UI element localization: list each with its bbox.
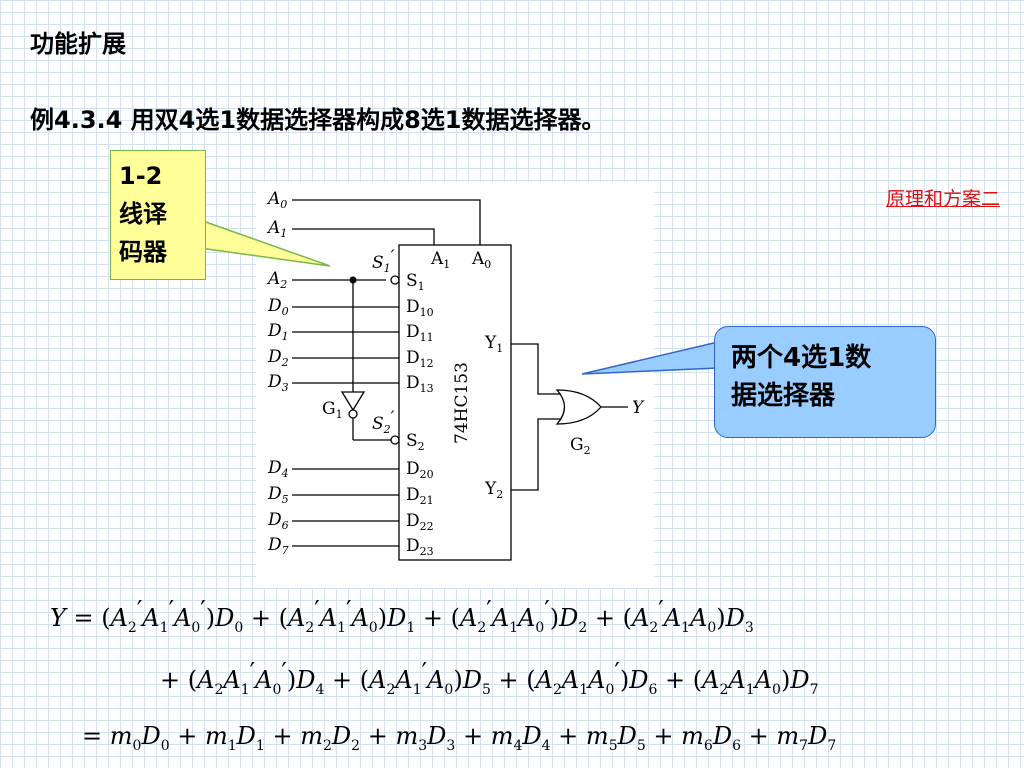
pin-d23: D23 bbox=[406, 536, 434, 558]
equation-line-3: = m0D0 + m1D1 + m2D2 + m3D3 + m4D4 + m5D… bbox=[40, 706, 1000, 762]
pin-d13: D13 bbox=[406, 373, 434, 395]
pin-y1: Y1 bbox=[484, 333, 503, 355]
principle-scheme-link[interactable]: 原理和方案二 bbox=[885, 188, 1000, 210]
label-d1: D1 bbox=[267, 321, 289, 343]
label-d3: D3 bbox=[267, 372, 289, 394]
pin-s1: S1 bbox=[406, 271, 425, 293]
label-d2: D2 bbox=[267, 347, 289, 369]
label-d0: D0 bbox=[267, 296, 289, 318]
label-s2-prime: S2′ bbox=[372, 408, 395, 436]
mux-callout-line: 据选择器 bbox=[731, 381, 836, 411]
circuit-diagram: A0 A1 A2 D0 D1 D2 D3 D4 D5 D6 D7 S1′ S2′… bbox=[256, 182, 654, 588]
label-g2: G2 bbox=[570, 435, 591, 457]
example-statement: 例4.3.4 用双4选1数据选择器构成8选1数据选择器。 bbox=[30, 106, 606, 134]
decoder-callout-line: 线译 bbox=[119, 200, 167, 228]
pin-d22: D22 bbox=[406, 511, 434, 533]
svg-text:+ (A2A1′A0′)D4 + (A2A1′A0)D5 +: + (A2A1′A0′)D4 + (A2A1′A0)D5 + (A2A1A0′)… bbox=[160, 658, 819, 698]
pin-d21: D21 bbox=[406, 485, 434, 507]
svg-text:Y = (A2′A1′A0′)D0 + (A2′A1′A0): Y = (A2′A1′A0′)D0 + (A2′A1′A0)D1 + (A2′A… bbox=[50, 596, 754, 636]
decoder-callout: 1-2 线译 码器 bbox=[110, 150, 206, 280]
label-g1: G1 bbox=[322, 399, 343, 421]
label-d4: D4 bbox=[267, 458, 289, 480]
equation-line-2: + (A2A1′A0′)D4 + (A2A1′A0)D5 + (A2A1A0′)… bbox=[40, 650, 1000, 706]
pin-d10: D10 bbox=[406, 297, 434, 319]
equation-line-1: Y = (A2′A1′A0′)D0 + (A2′A1′A0)D1 + (A2′A… bbox=[40, 588, 1000, 644]
decoder-callout-line: 1-2 bbox=[119, 162, 163, 190]
pin-a1: A1 bbox=[430, 249, 450, 271]
label-d6: D6 bbox=[267, 510, 289, 532]
pin-d20: D20 bbox=[406, 459, 434, 481]
mux-callout-pointer bbox=[581, 341, 719, 375]
pin-s2: S2 bbox=[406, 431, 425, 453]
pin-a0: A0 bbox=[471, 249, 491, 271]
page-title: 功能扩展 bbox=[30, 30, 126, 58]
chip-label: 74HC153 bbox=[452, 362, 472, 444]
pin-y2: Y2 bbox=[484, 479, 503, 501]
decoder-callout-line: 码器 bbox=[119, 238, 167, 266]
svg-text:= m0D0 + m1D1 + m2D2 + m3D3 +: = m0D0 + m1D1 + m2D2 + m3D3 + m4D4 + m5D… bbox=[82, 722, 836, 754]
pin-d12: D12 bbox=[406, 348, 434, 370]
label-d7: D7 bbox=[267, 535, 289, 557]
label-output-y: Y bbox=[632, 398, 645, 418]
mux-callout-line: 两个4选1数 bbox=[731, 343, 872, 373]
pin-d11: D11 bbox=[406, 322, 434, 344]
label-d5: D5 bbox=[267, 484, 289, 506]
mux-callout: 两个4选1数 据选择器 bbox=[714, 326, 936, 438]
label-s1-prime: S1′ bbox=[372, 247, 395, 275]
